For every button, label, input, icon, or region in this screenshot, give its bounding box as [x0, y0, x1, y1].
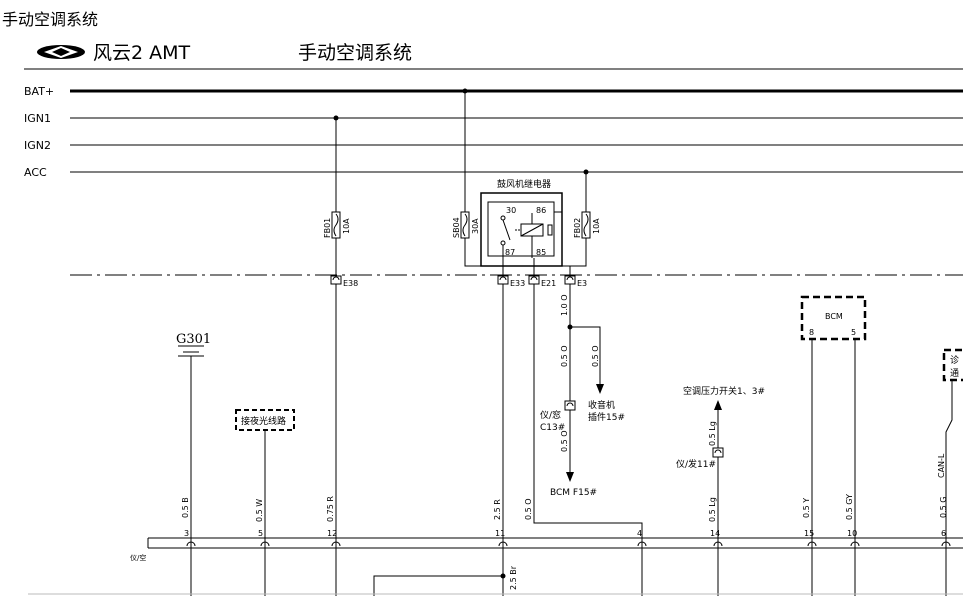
connector-e3-label: E3: [577, 279, 587, 288]
note-diag-a: 诊: [950, 354, 959, 366]
rail-label-bat: BAT+: [24, 85, 54, 98]
wire-label-2: 0.5 O: [591, 345, 600, 367]
note-dash-engine: 仪/发11#: [676, 458, 716, 470]
bottom-wire-label-3: 2.5 R: [493, 499, 502, 520]
relay-title: 鼓风机继电器: [497, 178, 551, 190]
connector-e3: [564, 275, 576, 285]
wire-radio: [570, 326, 601, 387]
wire-e21-down: [533, 284, 643, 596]
connector-e38-label: E38: [343, 279, 358, 288]
relay-pin-85: 85: [536, 248, 546, 257]
relay-coil-mark: [520, 223, 544, 237]
wire-label-3: 0.5 O: [560, 345, 569, 367]
fuse-fb01-icon: [333, 213, 339, 237]
note-bcm-f15: BCM F15#: [550, 488, 597, 498]
bottom-pin-0: 3: [184, 529, 189, 538]
note-c13-b: C13#: [540, 423, 565, 433]
bottom-wire-label-6: 0.5 Y: [802, 498, 811, 518]
rail-label-ign1: IGN1: [24, 112, 51, 125]
bottom-pin-4: 4: [637, 529, 642, 538]
bottom-wire-label-7: 0.5 GY: [845, 494, 854, 520]
bottom-pin-1: 5: [258, 529, 263, 538]
wire-label-4: 0.5 O: [560, 430, 569, 452]
relay-resistor: [547, 224, 553, 236]
connector-c13: [564, 400, 576, 411]
note-diag-b: 通: [950, 368, 959, 379]
relay-contact-87: [500, 240, 506, 246]
rail-label-ign2: IGN2: [24, 139, 51, 152]
relay-pin-30: 30: [506, 206, 516, 215]
note-radio-plug: 插件15#: [588, 411, 625, 423]
system-title: 手动空调系统: [298, 42, 412, 64]
relay-contact-30: [500, 215, 506, 221]
bcm-pin-5: 5: [851, 328, 856, 337]
relay-pin-86: 86: [536, 206, 546, 215]
bottom-wire-label-5: 0.5 Lg: [708, 497, 717, 522]
arrow-ac-pressure-icon: [714, 400, 722, 410]
connector-engine-11: [712, 447, 724, 458]
bottom-branch-label: 2.5 Br: [509, 565, 518, 590]
diag-box: [942, 348, 963, 382]
model-title: 风云2 AMT: [93, 42, 191, 64]
bottom-wire-label-1: 0.5 W: [255, 499, 264, 522]
connector-terminals: [186, 541, 951, 547]
fuse-fb02-rating: 10A: [592, 218, 601, 234]
bottom-pin-2: 12: [327, 529, 337, 538]
relay-in-86: [554, 211, 570, 267]
relay-inner: [487, 201, 555, 257]
note-c13-a: 仪/窓: [540, 409, 561, 421]
wire-bottom-branch: [373, 575, 503, 596]
fb02-wire-bottom: [569, 238, 587, 276]
brand-logo: [37, 45, 85, 59]
arrow-bcm-icon: [566, 472, 574, 482]
bottom-pin-5: 14: [710, 529, 720, 538]
connector-e33-label: E33: [510, 279, 525, 288]
sb04-to-relay: [464, 238, 481, 267]
connector-e33: [497, 275, 509, 285]
note-ac-pressure: 空调压力开关1、3#: [683, 385, 765, 397]
relay-switch-arm: [502, 219, 511, 241]
connector-label: 仪/空: [130, 553, 146, 562]
page-title: 手动空调系统: [2, 10, 99, 29]
fuse-fb01-id: FB01: [323, 218, 332, 238]
fuse-fb02-icon: [583, 213, 589, 237]
bottom-wire-label-0: 0.5 B: [181, 497, 190, 518]
bottom-pin-8: 6: [941, 529, 946, 538]
bottom-wire-label-2: 0.75 R: [326, 496, 335, 522]
wire-can-l: [945, 380, 953, 596]
ground-label: G301: [176, 332, 211, 347]
bcm-label: BCM: [825, 312, 843, 321]
bottom-pin-6: 15: [804, 529, 814, 538]
bottom-wire-label-8: 0.5 G: [939, 497, 948, 518]
fuse-fb02-id: FB02: [573, 218, 582, 238]
bottom-pin-3: 11: [495, 529, 505, 538]
fuse-sb04-icon: [462, 213, 468, 237]
rail-label-acc: ACC: [24, 166, 47, 179]
wire-label-6: CAN-L: [937, 453, 946, 478]
wire-label-1: 1.0 O: [560, 294, 569, 316]
fuse-sb04-id: SB04: [452, 217, 461, 238]
connector-e21: [528, 275, 540, 285]
relay-pin-87: 87: [505, 248, 515, 257]
fuse-fb01-rating: 10A: [342, 218, 351, 234]
note-dimmer: 接夜光线路: [241, 415, 286, 427]
bcm-box: [800, 295, 867, 341]
bottom-pin-7: 10: [847, 529, 857, 538]
bottom-wire-label-4: 0.5 O: [524, 498, 533, 520]
connector-e21-label: E21: [541, 279, 556, 288]
bcm-pin-8: 8: [809, 328, 814, 337]
note-radio: 收音机: [588, 399, 615, 411]
connector-e38: [330, 275, 342, 285]
fuse-sb04-rating: 30A: [471, 218, 480, 234]
arrow-radio-icon: [596, 384, 604, 394]
wire-label-5: 0.5 Lg: [708, 421, 717, 446]
